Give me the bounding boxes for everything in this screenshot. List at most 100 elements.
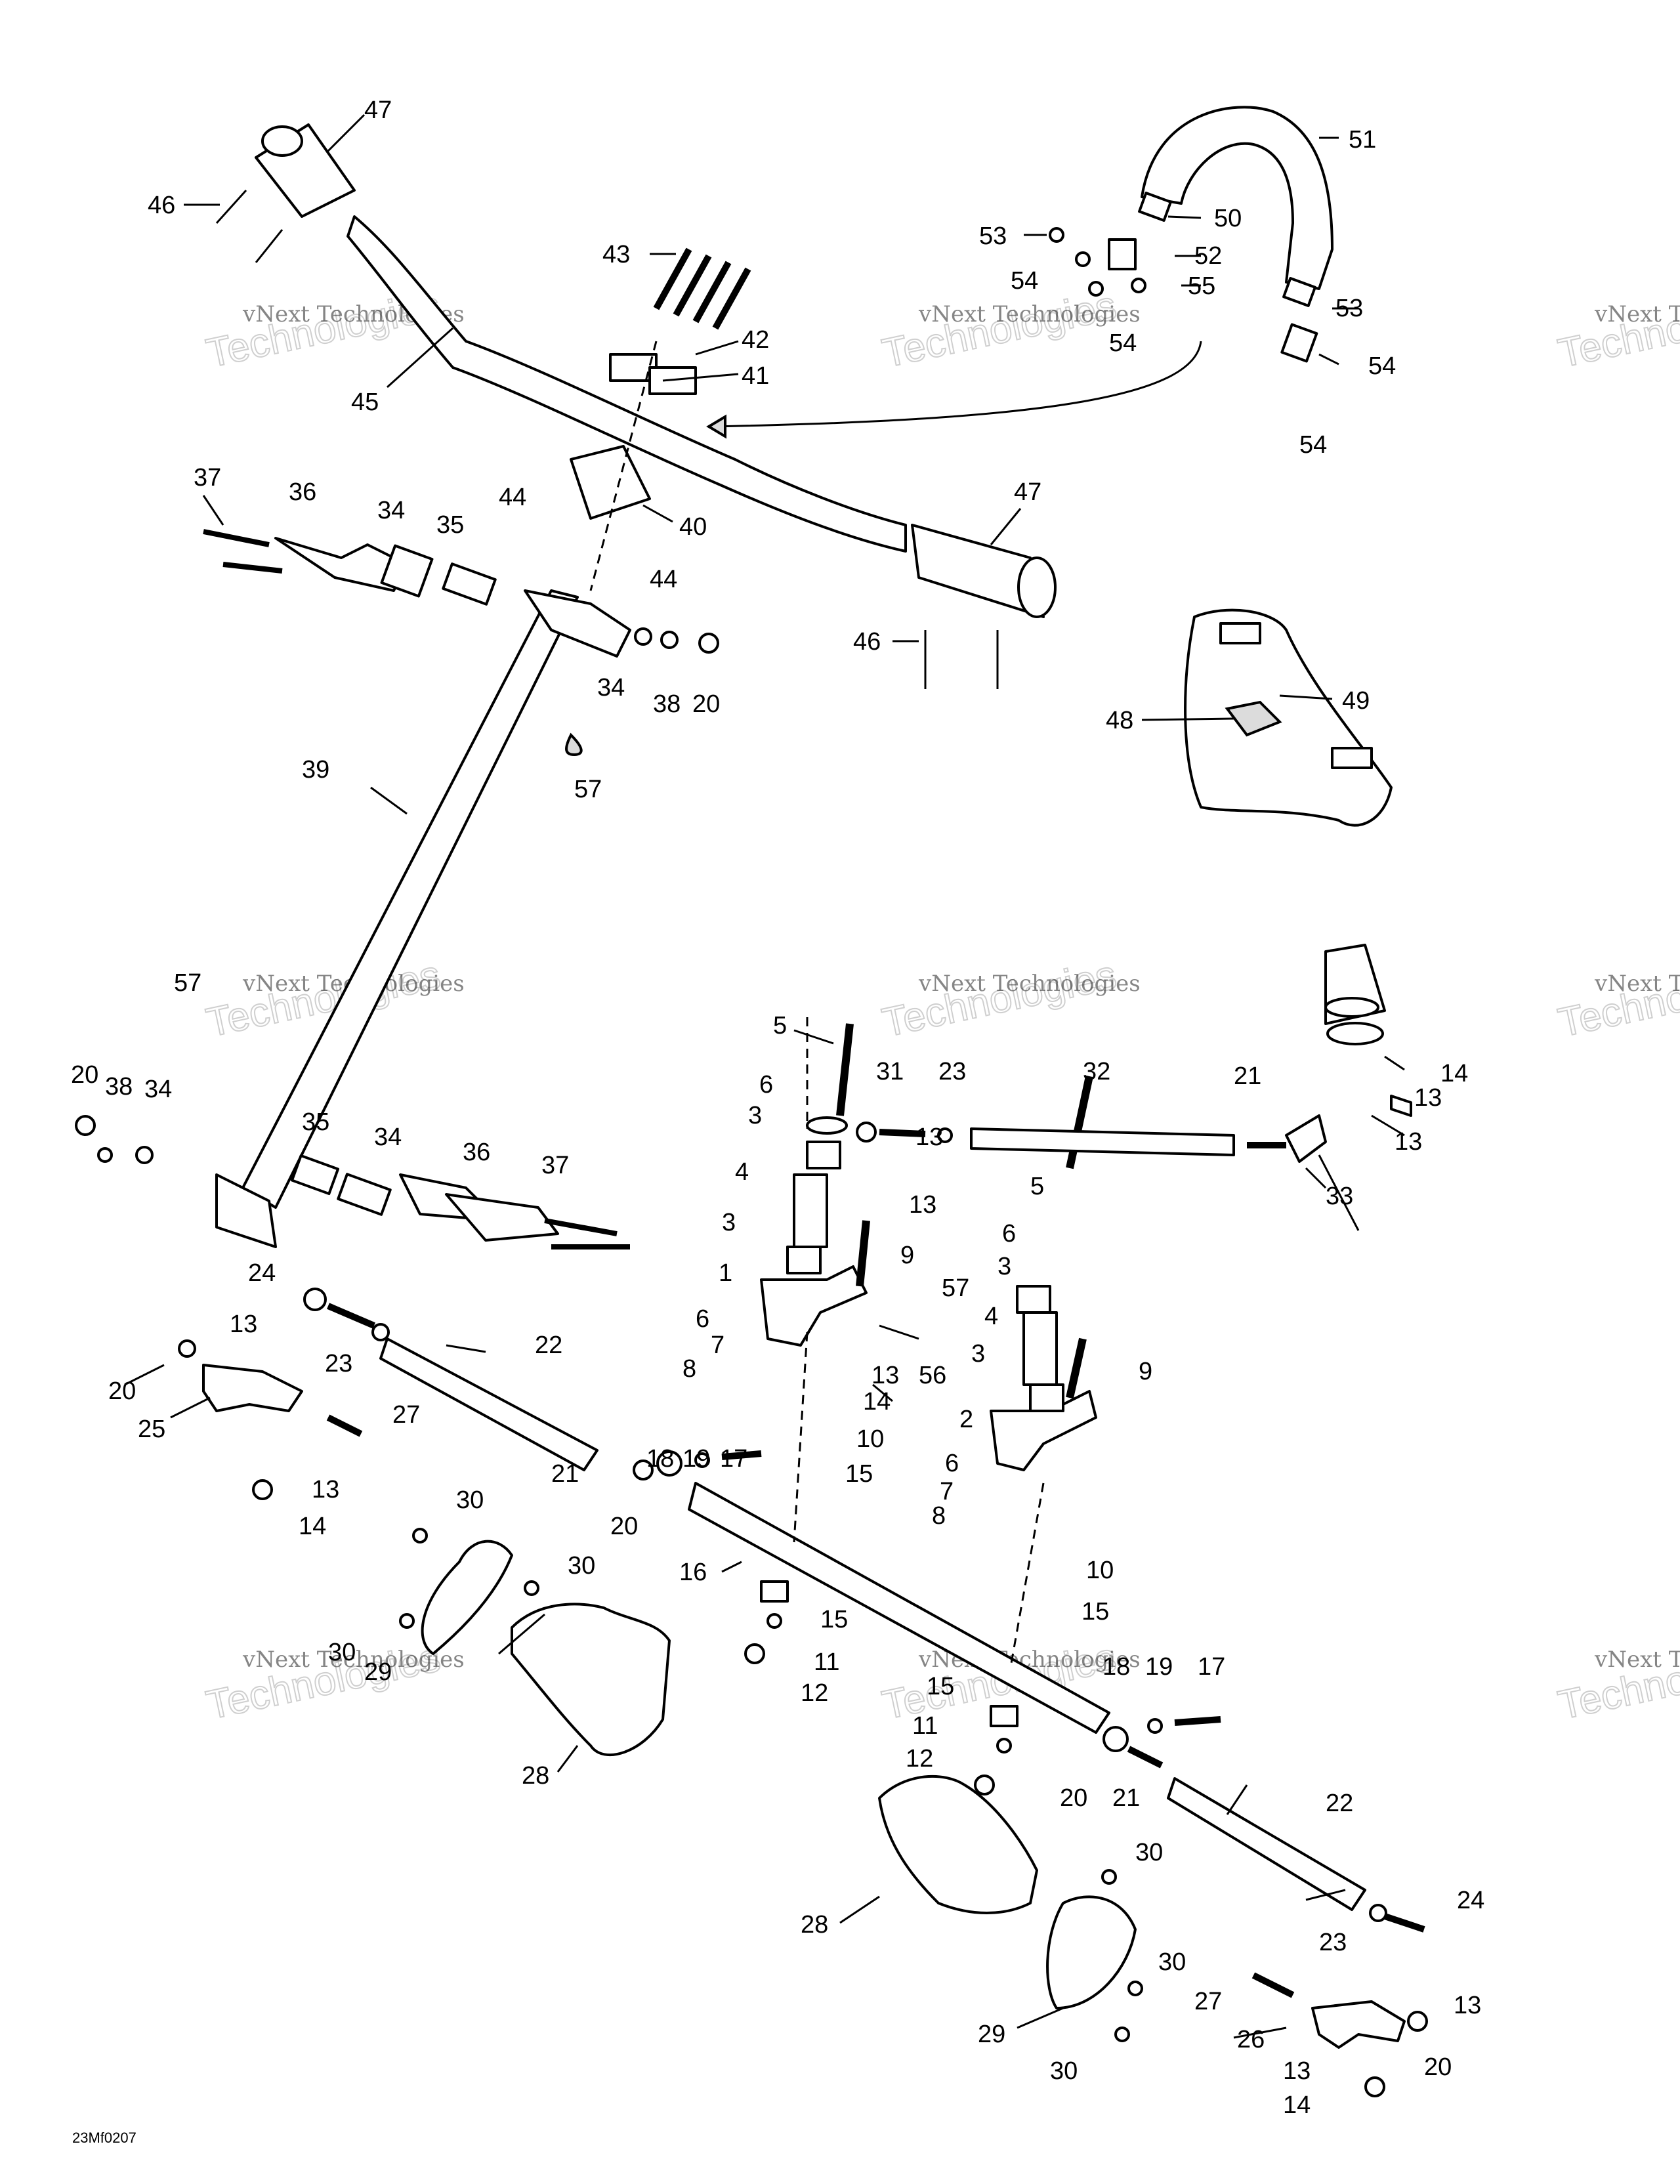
cover-clip — [1331, 747, 1373, 769]
callout-10: 10 — [856, 1425, 884, 1453]
grip-end-left — [261, 125, 303, 157]
callout-4: 4 — [735, 1158, 749, 1186]
callout-9: 9 — [900, 1242, 914, 1269]
callout-30: 30 — [1135, 1839, 1163, 1866]
steering-column-support — [760, 1265, 868, 1347]
callout-25: 25 — [138, 1416, 165, 1443]
callout-6: 6 — [945, 1450, 959, 1477]
steering-column — [242, 589, 579, 1209]
callout-39: 39 — [302, 756, 329, 784]
handlebar — [346, 215, 907, 553]
callout-21: 21 — [1234, 1062, 1261, 1090]
nut-icon — [1131, 278, 1146, 293]
rubber-boot — [511, 1603, 671, 1757]
callout-52: 52 — [1194, 242, 1222, 270]
callout-5: 5 — [1030, 1173, 1044, 1200]
callout-34: 34 — [597, 674, 625, 702]
wire-connector — [1282, 277, 1316, 307]
screw-icon — [524, 1580, 539, 1596]
callout-46: 46 — [853, 628, 881, 656]
routing-arrow — [708, 341, 1202, 428]
callout-12: 12 — [801, 1679, 828, 1707]
callout-17: 17 — [1198, 1653, 1225, 1681]
callout-43: 43 — [602, 241, 630, 268]
tie-rod — [970, 1127, 1235, 1156]
callout-2: 2 — [959, 1406, 973, 1433]
diagram-reference-code: 23Mf0207 — [72, 2130, 136, 2146]
callout-23: 23 — [1319, 1929, 1347, 1956]
boot-retainer-ring — [1046, 1895, 1137, 2009]
callout-15: 15 — [845, 1460, 873, 1488]
callout-20: 20 — [1060, 1784, 1087, 1812]
callout-32: 32 — [1083, 1058, 1110, 1085]
callout-14: 14 — [299, 1513, 326, 1540]
callout-7: 7 — [711, 1332, 724, 1359]
washer-icon — [1075, 251, 1091, 267]
callout-3: 3 — [998, 1253, 1011, 1280]
callout-30: 30 — [328, 1639, 356, 1666]
callout-48: 48 — [1106, 707, 1133, 734]
callout-5: 5 — [773, 1012, 787, 1040]
steering-post-assembly — [178, 341, 1428, 2097]
callout-16: 16 — [679, 1559, 707, 1586]
callout-17: 17 — [720, 1445, 747, 1473]
callout-28: 28 — [801, 1911, 828, 1939]
callout-27: 27 — [1194, 1988, 1222, 2015]
callout-31: 31 — [876, 1058, 904, 1085]
callout-49: 49 — [1342, 687, 1370, 715]
callout-47: 47 — [364, 96, 392, 124]
callout-57: 57 — [574, 776, 602, 803]
callout-18: 18 — [646, 1445, 674, 1473]
watermark-secondary: Technologies — [879, 283, 1120, 377]
upper-steering-linkage — [203, 529, 719, 658]
callout-11: 11 — [912, 1712, 938, 1740]
callout-27: 27 — [392, 1401, 420, 1429]
callout-36: 36 — [463, 1139, 490, 1166]
callout-44: 44 — [650, 566, 677, 593]
callout-54: 54 — [1109, 329, 1137, 357]
callout-37: 37 — [194, 464, 221, 492]
callout-24: 24 — [248, 1259, 276, 1287]
watermark-secondary: Technologies — [1555, 283, 1680, 377]
callout-6: 6 — [759, 1071, 773, 1099]
cover-assembly — [1184, 608, 1393, 827]
callout-46: 46 — [148, 192, 175, 219]
screw-icon — [1049, 227, 1064, 243]
clamp-bolts — [653, 247, 751, 330]
callout-23: 23 — [938, 1058, 966, 1085]
handlebar-assembly — [203, 123, 1057, 1209]
callout-12: 12 — [906, 1745, 933, 1773]
tie-rod — [379, 1337, 598, 1471]
callout-20: 20 — [610, 1513, 638, 1540]
steering-arm — [215, 1173, 277, 1248]
callout-54: 54 — [1011, 267, 1038, 295]
heater-wire-loop — [1141, 106, 1334, 290]
callout-55: 55 — [1188, 272, 1215, 300]
callout-37: 37 — [541, 1152, 569, 1179]
callout-38: 38 — [653, 690, 681, 718]
leader-lines — [124, 114, 1405, 2039]
callout-23: 23 — [325, 1350, 352, 1377]
callout-13: 13 — [1414, 1084, 1442, 1112]
screw-icon — [399, 1613, 415, 1629]
callout-34: 34 — [144, 1076, 172, 1103]
callout-6: 6 — [696, 1305, 709, 1333]
callout-56: 56 — [919, 1362, 946, 1389]
callout-9: 9 — [1139, 1358, 1152, 1385]
callout-14: 14 — [1283, 2091, 1311, 2119]
callout-20: 20 — [1424, 2053, 1452, 2081]
callout-15: 15 — [1082, 1598, 1109, 1626]
callout-13: 13 — [1395, 1128, 1422, 1156]
tie-rod — [1167, 1777, 1366, 1911]
washer-icon — [1088, 281, 1104, 297]
grip-heater-assembly — [706, 106, 1334, 439]
callout-13: 13 — [872, 1362, 899, 1389]
screw-icon — [1127, 1981, 1143, 1996]
watermark-secondary: Technologies — [1555, 952, 1680, 1046]
callout-13: 13 — [230, 1311, 257, 1338]
callout-13: 13 — [1283, 2057, 1311, 2085]
boot-assembly-right — [878, 1774, 1143, 2042]
callout-54: 54 — [1368, 352, 1396, 380]
